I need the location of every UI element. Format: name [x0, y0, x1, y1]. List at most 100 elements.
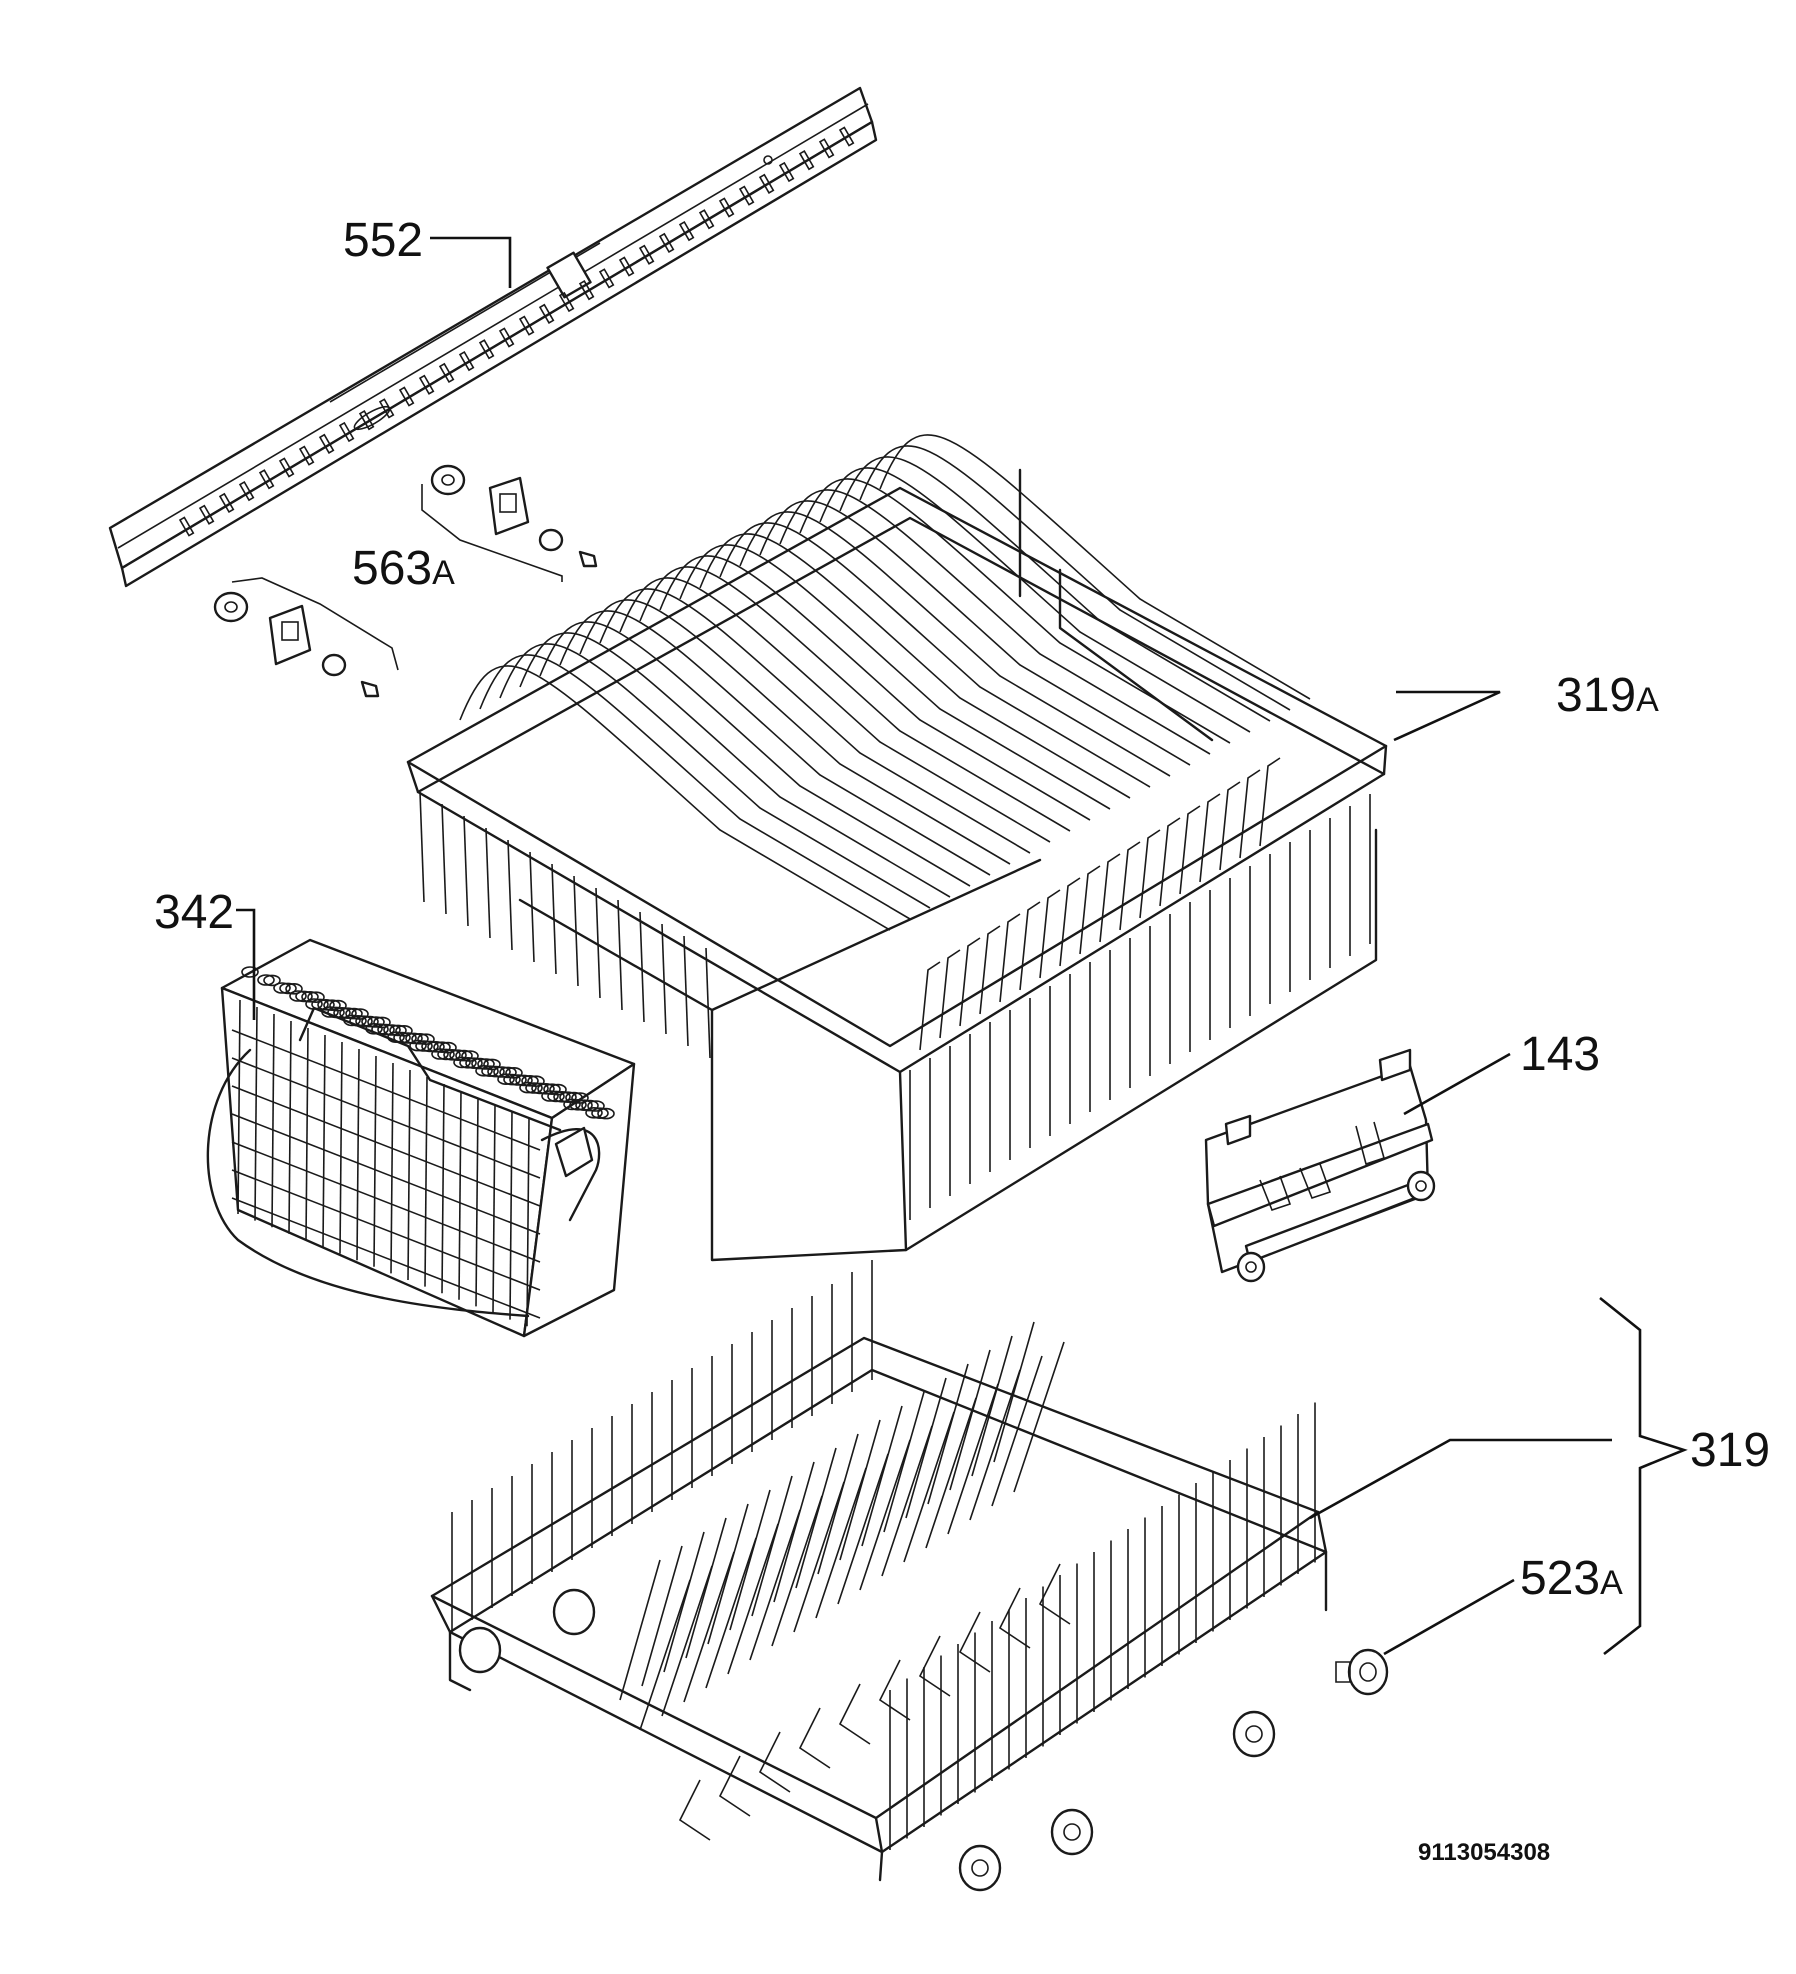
cutlery-hole: [323, 999, 341, 1012]
upper-tine: [799, 478, 1231, 744]
svg-text:523A: 523A: [1520, 1552, 1623, 1605]
cutlery-hole: [559, 1091, 577, 1103]
roller-set-563a-lower[interactable]: [213, 577, 399, 698]
cutlery-hole: [427, 1041, 445, 1053]
label-523a: 523A: [1520, 1552, 1623, 1605]
lower-tine: [905, 1377, 977, 1549]
rail-slot: [798, 150, 815, 171]
cutlery-hole: [587, 1100, 605, 1112]
upper-tine: [1059, 877, 1081, 967]
rail-slot: [278, 457, 295, 478]
cutlery-grid-line: [305, 1027, 309, 1241]
cutlery-hole: [453, 1056, 471, 1069]
lower-tine: [927, 1363, 999, 1535]
rail-slot: [378, 398, 395, 419]
cutlery-hole: [411, 1033, 429, 1045]
cutlery-grid-line: [373, 1055, 377, 1267]
lower-tine: [707, 1503, 779, 1675]
lower-foot: [1038, 1563, 1071, 1625]
rail-slot: [338, 421, 355, 443]
cutlery-hole: [509, 1074, 527, 1086]
lower-tine: [971, 1335, 1043, 1507]
label-552: 552: [343, 214, 423, 267]
cutlery-grid-line: [237, 999, 241, 1215]
rail-slot: [398, 386, 415, 407]
lower-tine: [861, 1405, 933, 1577]
cutlery-hole: [465, 1057, 483, 1069]
rail-slot: [678, 220, 695, 242]
cutlery-hole: [367, 1016, 385, 1028]
lower-tine: [883, 1391, 955, 1563]
upper-tine: [719, 522, 1151, 788]
cutlery-hole: [389, 1024, 407, 1037]
cutlery-hole: [263, 974, 281, 987]
lower-foot: [918, 1635, 951, 1697]
upper-side-bar: [463, 815, 469, 927]
upper-tine: [559, 610, 991, 876]
lower-basket-319[interactable]: [430, 1260, 1328, 1892]
rail-slot: [178, 516, 195, 537]
cutlery-hole: [493, 1066, 511, 1078]
upper-tine: [539, 621, 971, 887]
upper-tine: [939, 949, 961, 1039]
upper-tine: [1079, 865, 1101, 955]
upper-basket-tines: [459, 434, 1311, 1051]
cutlery-hole: [585, 1107, 603, 1119]
rail-slot: [438, 362, 455, 384]
rail-slot: [318, 433, 335, 454]
cutlery-hole: [339, 1007, 357, 1020]
cutlery-basket-342[interactable]: [206, 938, 636, 1338]
cutlery-hole: [497, 1073, 515, 1085]
cutlery-hole: [537, 1083, 555, 1095]
rail-slot: [618, 256, 635, 277]
lower-foot: [958, 1611, 991, 1673]
upper-side-bar: [485, 827, 491, 939]
lower-foot: [798, 1707, 831, 1769]
wheel-523a[interactable]: [1335, 1648, 1389, 1696]
rail-slot: [758, 173, 775, 194]
upper-tine: [1019, 901, 1041, 991]
cutlery-hole: [543, 1083, 561, 1095]
label-342: 342: [154, 886, 234, 939]
lower-foot: [998, 1587, 1031, 1649]
cutlery-hole: [317, 998, 335, 1011]
cutlery-hole: [383, 1024, 401, 1036]
upper-tine: [679, 544, 1111, 810]
upper-tine: [1219, 781, 1241, 871]
cutlery-hole: [355, 1015, 373, 1028]
cutlery-hole: [581, 1099, 599, 1112]
upper-tine: [699, 533, 1131, 799]
leader-lines: [236, 236, 1688, 1656]
svg-text:342: 342: [154, 886, 234, 939]
rail-slot: [418, 374, 435, 395]
cutlery-grid-line: [407, 1069, 411, 1281]
lower-tine: [773, 1461, 845, 1633]
cutlery-hole: [459, 1057, 477, 1069]
upper-tine: [639, 566, 1071, 832]
upper-tine: [879, 434, 1311, 700]
upper-basket-319a[interactable]: [406, 434, 1388, 1262]
cutlery-hole: [333, 1006, 351, 1019]
cutlery-basket-grid: [231, 999, 541, 1327]
rail-slot: [478, 339, 495, 360]
cutlery-hole: [547, 1090, 565, 1103]
lower-tine: [729, 1489, 801, 1661]
cutlery-hole: [565, 1091, 583, 1104]
roller-set-563a-upper[interactable]: [421, 464, 598, 582]
cutlery-hole: [257, 974, 275, 986]
basket-guide-143[interactable]: [1204, 1048, 1436, 1283]
cutlery-grid-line: [390, 1062, 394, 1274]
upper-side-bar: [441, 803, 447, 915]
cutlery-grid-line: [356, 1048, 360, 1261]
upper-tine: [579, 599, 1011, 865]
cutlery-hole: [477, 1058, 495, 1070]
upper-tine: [599, 588, 1031, 854]
upper-tine: [1039, 889, 1061, 979]
rail-slot: [498, 327, 515, 348]
cutlery-hole: [553, 1091, 571, 1103]
telescopic-rail-552[interactable]: [108, 86, 878, 588]
cutlery-hole: [569, 1099, 587, 1111]
rail-slot: [358, 410, 375, 431]
cutlery-grid-line: [492, 1104, 496, 1314]
upper-tine: [1239, 769, 1261, 859]
